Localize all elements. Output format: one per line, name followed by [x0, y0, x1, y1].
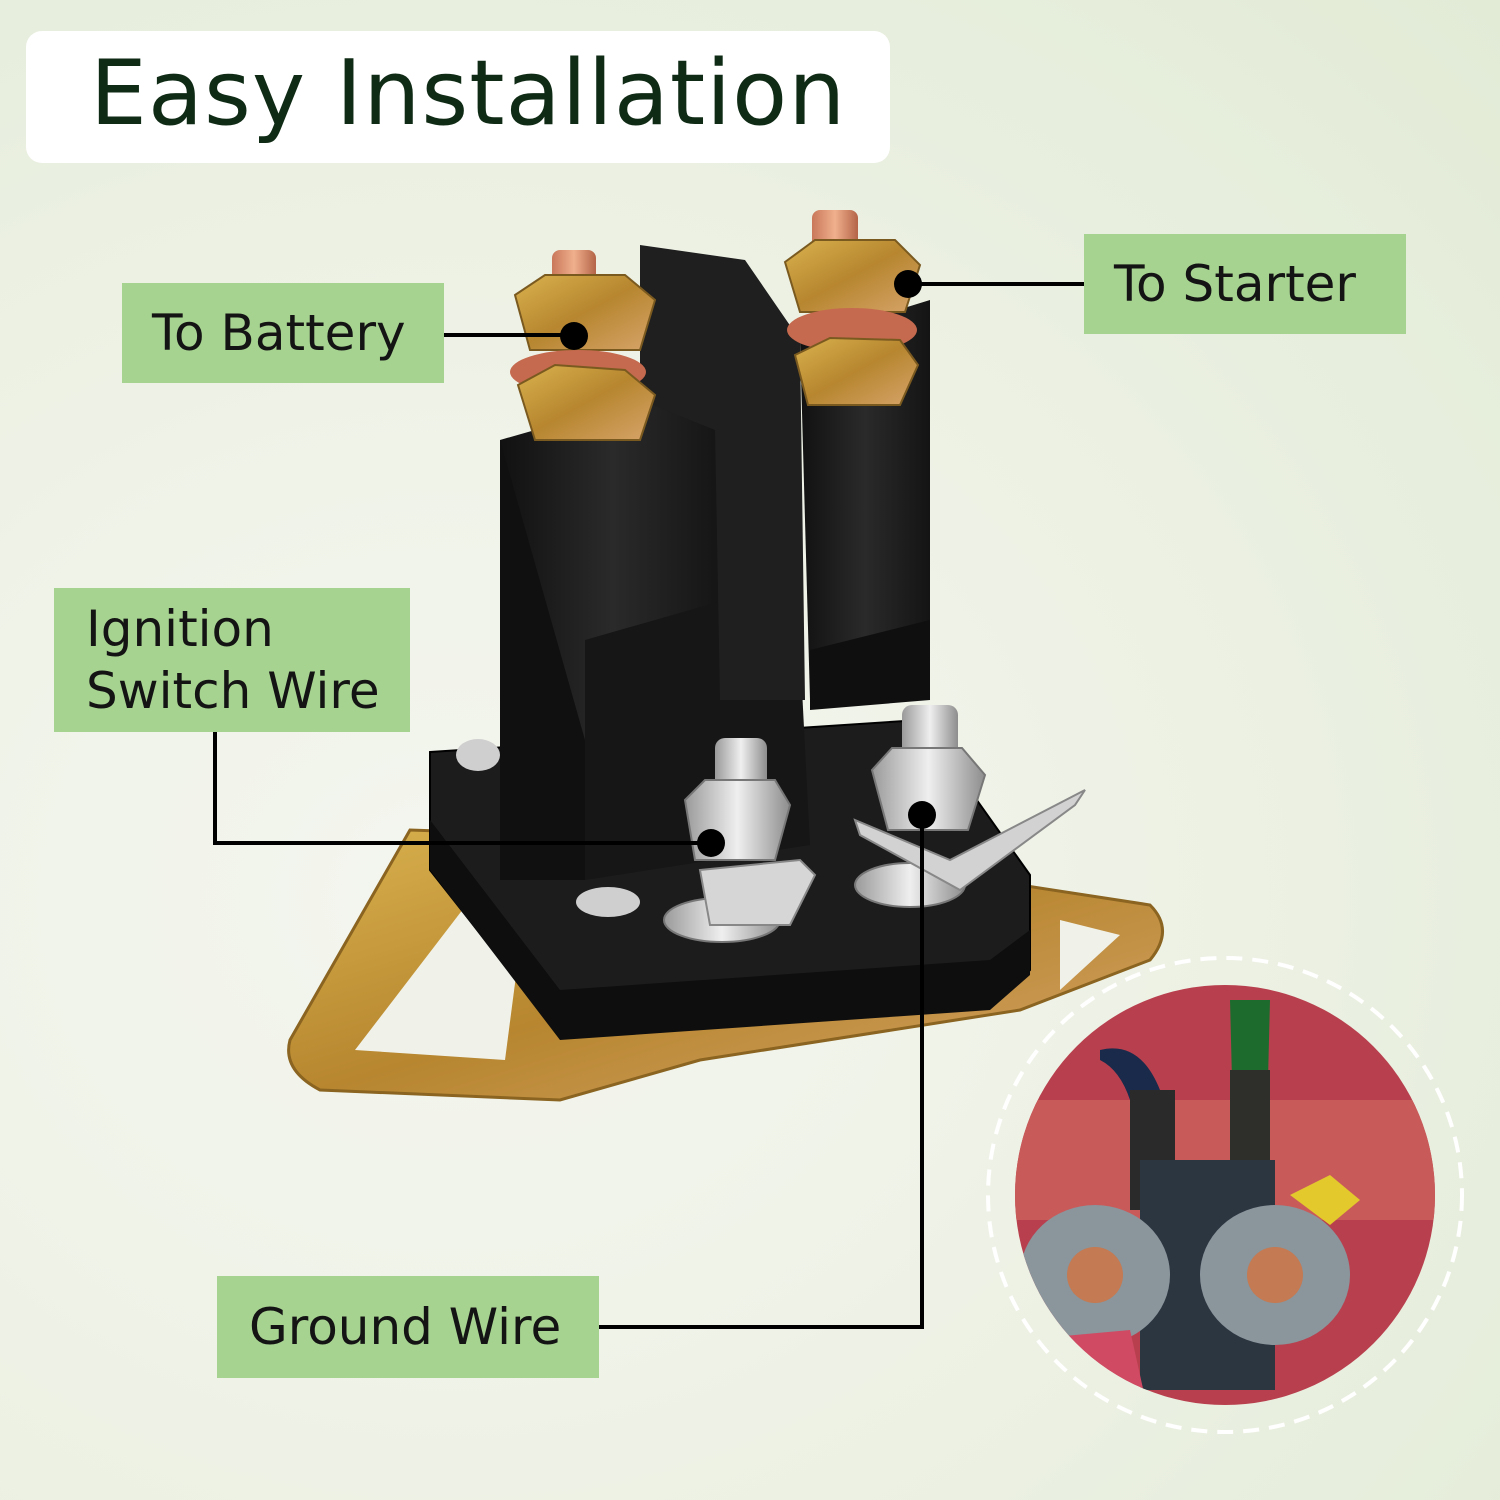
title-banner	[26, 31, 890, 163]
ignition-switch-wire-label: Ignition Switch Wire	[54, 588, 410, 732]
ground-leader	[599, 801, 936, 1329]
solenoid-body	[500, 245, 930, 880]
battery-terminal-post	[510, 250, 657, 441]
to-starter-label: To Starter	[1084, 234, 1406, 334]
rivet	[456, 739, 500, 771]
page-title: Easy Installation	[90, 41, 847, 146]
rivet	[576, 887, 640, 917]
starter-terminal-post	[783, 210, 922, 406]
to-battery-text: To Battery	[152, 304, 406, 362]
ground-wire-label: Ground Wire	[217, 1276, 599, 1378]
ground-terminal-post	[853, 705, 1086, 908]
ignition-terminal-post	[663, 738, 817, 943]
to-battery-label: To Battery	[122, 283, 444, 383]
battery-leader	[444, 322, 588, 350]
starter-leader	[894, 270, 1084, 298]
ignition-label-line1: Ignition	[86, 600, 274, 658]
installed-photo-inset	[986, 956, 1464, 1434]
to-starter-text: To Starter	[1114, 255, 1356, 313]
ignition-label-line2: Switch Wire	[86, 662, 380, 720]
ground-wire-text: Ground Wire	[249, 1298, 562, 1356]
ignition-leader	[213, 732, 725, 857]
